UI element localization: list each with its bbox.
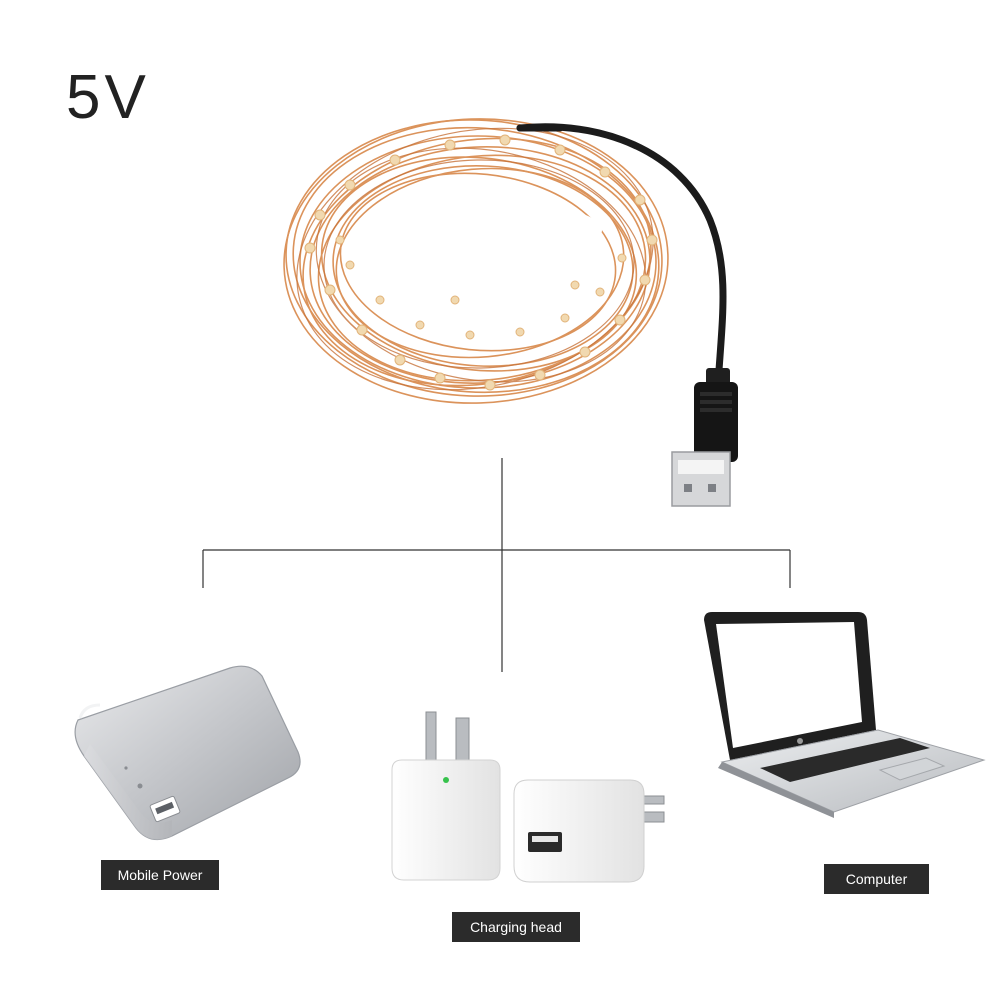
power-bank-icon bbox=[74, 665, 301, 841]
mobile-power-label: Mobile Power bbox=[101, 860, 219, 890]
laptop-icon bbox=[704, 612, 986, 818]
computer-label: Computer bbox=[824, 864, 929, 894]
wall-charger-icon bbox=[391, 711, 665, 883]
charging-head-label: Charging head bbox=[452, 912, 580, 942]
connector-lines bbox=[202, 458, 791, 672]
voltage-heading: 5V bbox=[66, 63, 150, 132]
copper-wire-string-lights-coil-icon bbox=[283, 118, 669, 404]
usb-plug-icon bbox=[516, 123, 738, 507]
